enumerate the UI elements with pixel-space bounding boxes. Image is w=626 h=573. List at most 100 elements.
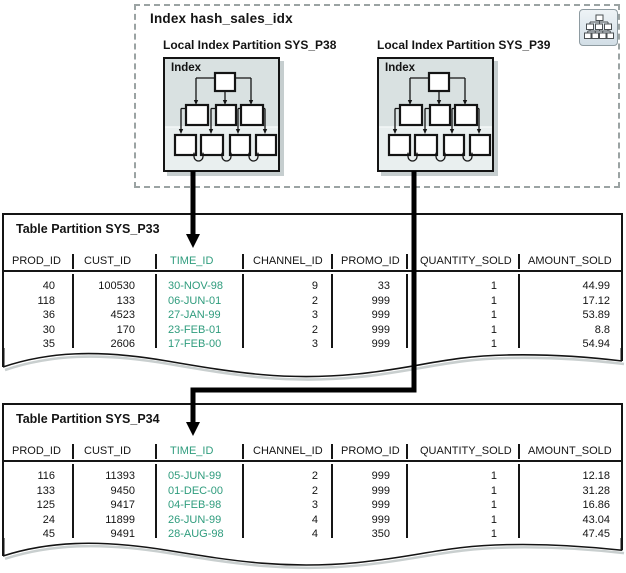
table-cell: 1 — [490, 309, 497, 321]
hierarchy-icon — [579, 9, 618, 46]
index-partition-label-sys-p38: Local Index Partition SYS_P38 — [163, 38, 337, 52]
index-partition-label-sys-p39: Local Index Partition SYS_P39 — [377, 38, 551, 52]
table-cell: 23-FEB-01 — [168, 323, 222, 336]
column-divider — [331, 464, 333, 538]
column-divider — [406, 464, 408, 538]
table-cell: 36 — [42, 309, 55, 321]
table-cell: 35 — [42, 338, 55, 350]
btree-diagram — [165, 71, 278, 170]
header-divider — [72, 254, 74, 269]
column-divider — [242, 464, 244, 538]
index-partition-box-sys-p39: Index — [377, 57, 494, 172]
table-cell: 2 — [311, 470, 318, 482]
column-divider — [155, 464, 157, 538]
table-cell: 45 — [42, 528, 55, 540]
table-cell: 1 — [490, 294, 497, 307]
table-cell: 8.8 — [594, 323, 610, 336]
table-cell: 1 — [490, 513, 497, 526]
header-cell: CHANNEL_ID — [253, 445, 323, 457]
table-cell: 54.94 — [582, 338, 610, 350]
table-cell: 2 — [311, 484, 318, 497]
table-cell: 11393 — [105, 470, 135, 482]
torn-edge — [2, 538, 625, 570]
hierarchy-icon-glyph — [583, 14, 614, 39]
table-cell: 2 — [311, 294, 318, 307]
index-inner-label: Index — [171, 62, 202, 74]
table-cell: 1 — [490, 338, 497, 350]
table-cell: 1 — [490, 528, 497, 540]
header-divider — [155, 254, 157, 269]
table-cell: 999 — [371, 484, 390, 497]
table-cell: 06-JUN-01 — [168, 294, 222, 307]
table-cell: 3 — [311, 309, 318, 321]
table-cell: 9450 — [110, 484, 135, 497]
header-divider — [406, 444, 408, 459]
table-cell: 4523 — [110, 309, 135, 321]
table-cell: 44.99 — [582, 280, 610, 292]
table-cell: 11899 — [105, 513, 135, 526]
index-group-title: Index hash_sales_idx — [150, 11, 293, 26]
header-cell: TIME_ID — [170, 255, 214, 267]
table-cell: 30 — [42, 323, 55, 336]
table-cell: 999 — [371, 294, 390, 307]
table-cell: 2 — [311, 323, 318, 336]
header-divider — [242, 444, 244, 459]
table-cell: 1 — [490, 470, 497, 482]
table-cell: 4 — [311, 528, 318, 540]
table-cell: 16.86 — [582, 499, 610, 511]
table-cell: 999 — [371, 323, 390, 336]
header-cell: AMOUNT_SOLD — [528, 445, 612, 457]
header-divider — [331, 444, 333, 459]
index-partition-box-sys-p38: Index — [163, 57, 280, 172]
table-cell: 31.28 — [582, 484, 610, 497]
table-partition-sys-p33: Table Partition SYS_P33 PROD_ID CUST_ID … — [2, 213, 623, 350]
header-divider — [331, 254, 333, 269]
column-divider — [72, 464, 74, 538]
table-cell: 05-JUN-99 — [168, 470, 222, 482]
header-cell: CHANNEL_ID — [253, 255, 323, 267]
table-header-row: PROD_ID CUST_ID TIME_ID CHANNEL_ID PROMO… — [4, 441, 621, 462]
table-cell: 1 — [490, 280, 497, 292]
table-cell: 17.12 — [582, 294, 610, 307]
table-cell: 100530 — [98, 280, 135, 292]
header-divider — [518, 444, 520, 459]
table-cell: 47.45 — [582, 528, 610, 540]
table-cell: 116 — [37, 470, 55, 482]
table-cell: 33 — [377, 280, 390, 292]
table-cell: 24 — [42, 513, 55, 526]
table-cell: 1 — [490, 323, 497, 336]
index-inner-label: Index — [385, 62, 416, 74]
header-divider — [72, 444, 74, 459]
table-cell: 133 — [116, 294, 135, 307]
table-cell: 1 — [490, 499, 497, 511]
table-cell: 999 — [371, 499, 390, 511]
header-cell: PROMO_ID — [341, 255, 400, 267]
table-cell: 1 — [490, 484, 497, 497]
table-cell: 9417 — [110, 499, 135, 511]
table-cell: 350 — [371, 528, 390, 540]
header-cell: CUST_ID — [84, 445, 132, 457]
table-cell: 118 — [37, 294, 55, 307]
table-cell: 27-JAN-99 — [168, 309, 221, 321]
table-row: 118 133 06-JUN-01 2 999 1 17.12 — [4, 294, 621, 309]
table-partition-sys-p34: Table Partition SYS_P34 PROD_ID CUST_ID … — [2, 403, 623, 540]
table-cell: 30-NOV-98 — [168, 280, 224, 292]
header-cell: CUST_ID — [84, 255, 132, 267]
header-divider — [242, 254, 244, 269]
table-cell: 53.89 — [582, 309, 610, 321]
table-cell: 28-AUG-98 — [168, 528, 224, 540]
header-divider — [406, 254, 408, 269]
table-cell: 12.18 — [582, 470, 610, 482]
table-cell: 2606 — [110, 338, 135, 350]
table-cell: 125 — [36, 499, 55, 511]
header-cell: PROD_ID — [12, 255, 61, 267]
column-divider — [518, 274, 520, 348]
table-cell: 43.04 — [582, 513, 610, 526]
